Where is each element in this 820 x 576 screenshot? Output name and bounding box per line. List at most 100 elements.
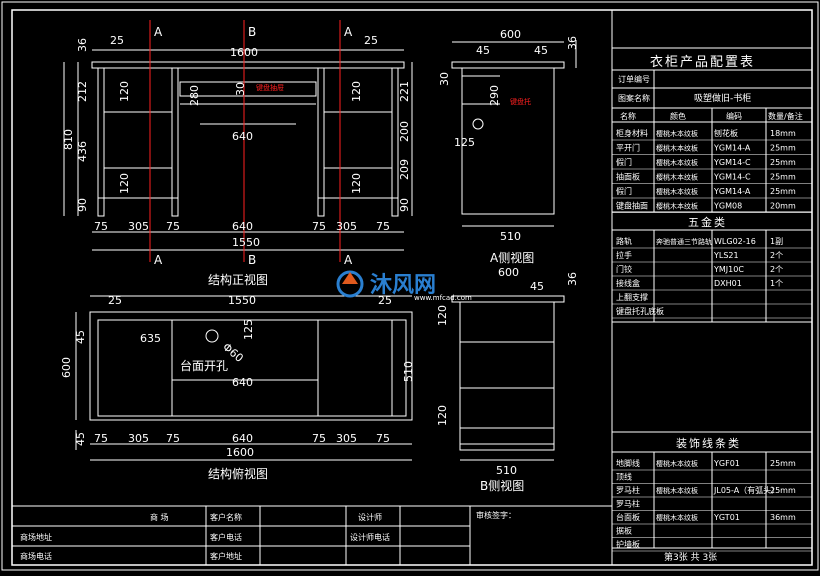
hardware-cell: 拉手 [616, 250, 632, 260]
dim-front-810: 810 [62, 129, 75, 150]
side-b-dimensions: 600 45 36 120 120 510 [436, 266, 579, 477]
trim-cell: 樱桃木本纹板 [656, 513, 698, 522]
dim-front-212: 212 [76, 81, 89, 102]
approval-label: 审核签字： [476, 510, 516, 520]
side-a-title: A侧视图 [490, 250, 534, 265]
trim-cell: JL05-A（有弧头） [713, 485, 779, 495]
dim-top-b75d: 75 [376, 432, 390, 445]
dim-sidea-36: 36 [566, 36, 579, 50]
dim-top-1550: 1550 [228, 294, 256, 307]
dim-front-200: 200 [398, 121, 411, 142]
dim-top-b640: 640 [232, 432, 253, 445]
hardware-cell: 键盘托孔底板 [616, 306, 664, 316]
dim-top-45b: 45 [74, 432, 87, 446]
dim-front-120b: 120 [118, 173, 131, 194]
hardware-cell: WLG02-16 [714, 237, 756, 246]
trim-cell: 罗马柱 [616, 499, 640, 509]
section-mark-b-bottom: B [248, 253, 256, 267]
top-view [75, 295, 413, 461]
trim-cell: 25mm [770, 486, 796, 495]
col-head-color: 颜色 [670, 111, 686, 121]
material-cell: 25mm [770, 173, 796, 182]
config-table-content: 衣柜产品配置表 订单编号 图案名称 吸塑做旧-书柜 名称 颜色 编码 数量/备注… [612, 54, 812, 563]
dim-front-30: 30 [234, 82, 247, 96]
title-block [11, 505, 613, 566]
dim-front-b75d: 75 [376, 220, 390, 233]
drawing-name-label: 图案名称 [618, 93, 650, 103]
trim-cell: 据板 [616, 526, 632, 536]
hardware-title: 五金类 [688, 215, 727, 229]
dim-sidea-510: 510 [500, 230, 521, 243]
dim-top-635: 635 [140, 332, 161, 345]
hardware-cell: 1个 [770, 279, 783, 288]
side-b-view [451, 295, 565, 461]
trim-cell: 顶线 [616, 472, 632, 482]
col-head-code: 编码 [726, 111, 742, 121]
dim-front-r90: 90 [398, 198, 411, 212]
hardware-cell: 2个 [770, 265, 783, 274]
material-cell: 25mm [770, 144, 796, 153]
trim-cell: 罗马柱 [616, 485, 640, 495]
section-marks: A B A A B A [154, 25, 353, 267]
top-view-title: 结构俯视图 [208, 466, 268, 481]
watermark: 沐风网 www.mfcad.com [336, 270, 472, 302]
order-number-label: 订单编号 [618, 74, 650, 84]
dim-sideb-120b: 120 [436, 405, 449, 426]
watermark-logo-icon [336, 270, 364, 298]
trim-cell: 护墙板 [616, 539, 640, 549]
dim-sideb-120a: 120 [436, 305, 449, 326]
section-mark-a2-top: A [344, 25, 353, 39]
client-address-label: 客户地址 [210, 551, 242, 561]
hardware-cell: YLS21 [713, 251, 739, 260]
merchant-label: 商 场 [150, 512, 169, 522]
hole-label: 台面开孔 [180, 358, 228, 373]
dim-front-25: 25 [110, 34, 124, 47]
drawing-name-value: 吸塑做旧-书柜 [694, 92, 751, 104]
trim-cell: 台面板 [616, 512, 640, 522]
dim-front-280: 280 [188, 85, 201, 106]
dim-top-25a: 25 [108, 294, 122, 307]
dim-top-b305a: 305 [128, 432, 149, 445]
material-cell: 假门 [616, 157, 632, 167]
client-name-label: 客户名称 [210, 512, 242, 522]
dim-top-600: 600 [60, 357, 73, 378]
trim-cell: 地脚线 [616, 458, 640, 468]
dim-front-r120a: 120 [350, 81, 363, 102]
material-cell: 18mm [770, 129, 796, 138]
hardware-cell: DXH01 [714, 279, 742, 288]
material-cell: YGM14-A [713, 144, 751, 153]
dim-sidea-45a: 45 [476, 44, 490, 57]
trim-cell: YGF01 [713, 459, 740, 468]
dim-front-90: 90 [76, 198, 89, 212]
side-a-dimensions: 600 45 45 36 30 290 键盘托 125 510 [438, 28, 579, 243]
material-cell: YGM08 [713, 202, 742, 211]
material-cell: 樱桃木本纹板 [656, 173, 698, 182]
trim-cell: 樱桃木本纹板 [656, 459, 698, 468]
material-cell: 柜身材料 [616, 128, 648, 138]
dim-sidea-290: 290 [488, 85, 501, 106]
col-head-qty: 数量/备注 [768, 111, 803, 121]
watermark-text: 沐风网 [370, 273, 436, 298]
merchant-address-label: 商场地址 [20, 532, 52, 542]
config-table-title: 衣柜产品配置表 [650, 54, 755, 70]
trim-cell: YGT01 [713, 513, 740, 522]
dim-front-640: 640 [232, 130, 253, 143]
dim-sideb-600: 600 [498, 266, 519, 279]
material-cell: 樱桃木本纹板 [656, 187, 698, 196]
dim-front-36: 36 [76, 38, 89, 52]
col-head-name: 名称 [620, 111, 636, 121]
material-cell: YGM14-A [713, 187, 751, 196]
material-cell: 樱桃木本纹板 [656, 144, 698, 153]
material-cell: 樱桃木本纹板 [656, 158, 698, 167]
material-cell: YGM14-C [713, 173, 751, 182]
dim-front-1550: 1550 [232, 236, 260, 249]
dim-top-510: 510 [402, 361, 415, 382]
title-block-text: 商 场 商场地址 商场电话 客户名称 客户电话 客户地址 设计师 设计师电话 审… [20, 510, 516, 561]
keyboard-tray-label: 键盘托 [510, 97, 531, 106]
dim-top-25b: 25 [378, 294, 392, 307]
dim-front-25b: 25 [364, 34, 378, 47]
dim-top-1600: 1600 [226, 446, 254, 459]
config-table [611, 9, 813, 566]
